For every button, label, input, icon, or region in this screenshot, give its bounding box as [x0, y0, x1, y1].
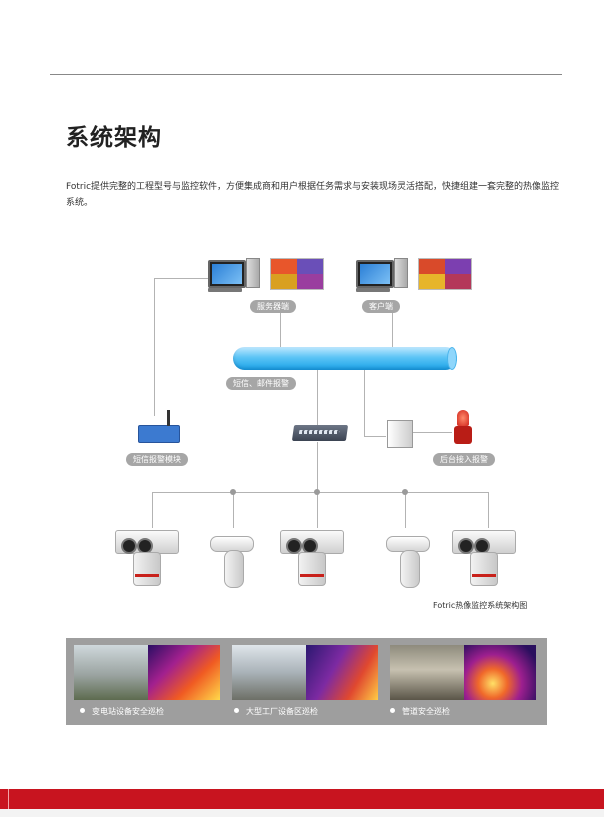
- bus-alarm-label: 短信、邮件报警: [226, 377, 296, 390]
- network-switch-icon: [291, 425, 349, 441]
- application-label: 管道安全巡检: [390, 706, 450, 717]
- connector-line: [280, 313, 281, 347]
- pipeline-photo: [390, 645, 536, 700]
- junction-dot: [230, 489, 236, 495]
- junction-dot: [402, 489, 408, 495]
- application-label: 变电站设备安全巡检: [80, 706, 164, 717]
- alarm-io-box-icon: [387, 420, 413, 448]
- camera-bus-line: [152, 492, 488, 493]
- application-strip: 变电站设备安全巡检 大型工厂设备区巡检 管道安全巡检: [66, 638, 547, 725]
- alarm-light-icon: [454, 410, 472, 444]
- sms-module-icon: [138, 410, 180, 443]
- junction-dot: [314, 489, 320, 495]
- backend-alarm-label: 后台接入报警: [433, 453, 495, 466]
- sms-module-label: 短信报警模块: [126, 453, 188, 466]
- connector-line: [317, 370, 318, 425]
- thermal-camera-icon: [386, 530, 430, 590]
- connector-line: [488, 492, 489, 528]
- ptz-thermal-camera-icon: [452, 526, 516, 590]
- footer-underlay: [0, 809, 604, 817]
- thermal-camera-icon: [210, 530, 254, 590]
- ptz-thermal-camera-icon: [115, 526, 179, 590]
- substation-photo: [74, 645, 220, 700]
- factory-photo: [232, 645, 378, 700]
- intro-paragraph: Fotric提供完整的工程型号与监控软件，方便集成商和用户根据任务需求与安装现场…: [66, 182, 560, 208]
- section-title: 系统架构: [66, 125, 162, 151]
- server-label: 服务器端: [250, 300, 296, 313]
- client-label: 客户端: [362, 300, 400, 313]
- ptz-thermal-camera-icon: [280, 526, 344, 590]
- footer-bar: [0, 789, 604, 809]
- connector-line: [364, 436, 386, 437]
- connector-line: [317, 442, 318, 492]
- connector-line: [405, 492, 406, 528]
- connector-line: [233, 492, 234, 528]
- connector-line: [392, 313, 393, 347]
- connector-line: [364, 370, 365, 436]
- connector-line: [154, 278, 155, 416]
- network-bus-pipe: [233, 347, 457, 370]
- connector-line: [412, 432, 452, 433]
- diagram-caption: Fotric热像监控系统架构图: [433, 601, 528, 610]
- application-label: 大型工厂设备区巡检: [234, 706, 318, 717]
- connector-line: [154, 278, 210, 279]
- top-divider: [50, 74, 562, 75]
- connector-line: [152, 492, 153, 528]
- connector-line: [317, 492, 318, 528]
- footer-divider: [8, 789, 9, 809]
